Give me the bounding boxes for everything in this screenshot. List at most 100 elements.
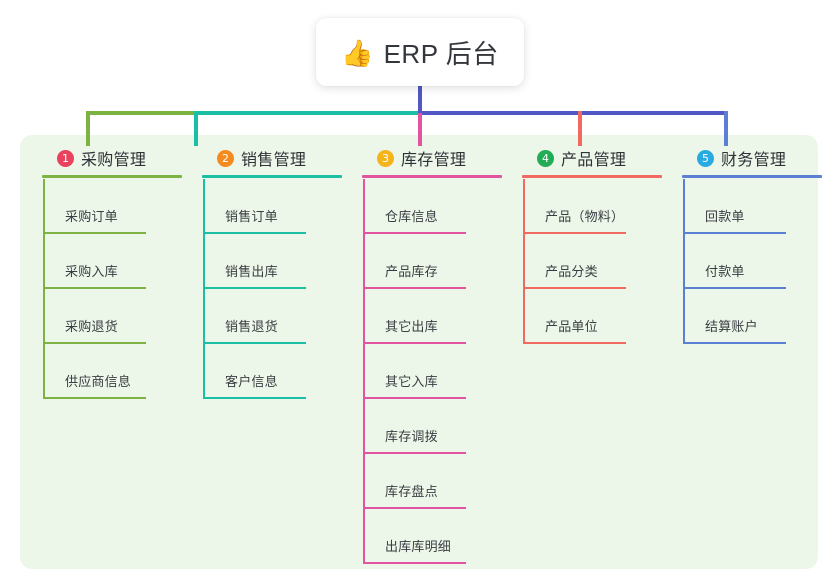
branch-spine-3 [363, 179, 365, 564]
leaf-rule [43, 232, 146, 234]
leaf-label: 仓库信息 [385, 209, 438, 224]
leaf-item[interactable]: 销售出库 [203, 234, 306, 289]
branch-title-3: 库存管理 [401, 152, 467, 169]
branch-badge-5: 5 [697, 149, 714, 167]
leaf-rule [523, 287, 626, 289]
branch-header-3[interactable]: 3 库存管理 [356, 145, 516, 171]
branch-rule-1 [42, 175, 182, 178]
branch-header-5[interactable]: 5 财务管理 [676, 145, 836, 171]
leaf-item[interactable]: 销售订单 [203, 179, 306, 234]
leaf-rule [203, 287, 306, 289]
root-node[interactable]: 👍 ERP 后台 [316, 18, 524, 86]
leaf-label: 出库库明细 [385, 539, 452, 554]
leaf-rule [523, 342, 626, 344]
branch-title-1: 采购管理 [81, 152, 147, 169]
branch-column-2: 2 销售管理销售订单销售出库销售退货客户信息 [196, 145, 356, 399]
leaf-label: 其它出库 [385, 319, 438, 334]
leaf-item[interactable]: 库存调拨 [363, 399, 466, 454]
leaf-label: 产品库存 [385, 264, 438, 279]
leaf-item[interactable]: 销售退货 [203, 289, 306, 344]
leaf-rule [43, 342, 146, 344]
leaf-item[interactable]: 库存盘点 [363, 454, 466, 509]
leaf-rule [683, 232, 786, 234]
branch-rule-3 [362, 175, 502, 178]
leaf-rule [43, 397, 146, 399]
branch-column-4: 4 产品管理产品（物料） 产品分类产品单位 [516, 145, 676, 344]
leaf-rule [363, 507, 466, 509]
leaf-rule [203, 397, 306, 399]
leaf-item[interactable]: 采购入库 [43, 234, 146, 289]
branch-title-2: 销售管理 [241, 152, 307, 169]
leaf-label: 库存调拨 [385, 429, 438, 444]
leaf-label: 产品单位 [545, 319, 598, 334]
leaf-item[interactable]: 供应商信息 [43, 344, 146, 399]
leaf-rule [203, 232, 306, 234]
branch-header-4[interactable]: 4 产品管理 [516, 145, 676, 171]
leaf-list-3: 仓库信息产品库存其它出库其它入库库存调拨库存盘点出库库明细 [356, 179, 516, 564]
leaf-label: 付款单 [705, 264, 745, 279]
branch-spine-2 [203, 179, 205, 399]
leaf-list-1: 采购订单采购入库采购退货供应商信息 [36, 179, 196, 399]
branch-title-5: 财务管理 [721, 152, 787, 169]
branch-badge-1: 1 [57, 149, 74, 167]
branch-rule-4 [522, 175, 662, 178]
leaf-label: 采购退货 [65, 319, 118, 334]
leaf-item[interactable]: 出库库明细 [363, 509, 466, 564]
leaf-label: 库存盘点 [385, 484, 438, 499]
leaf-label: 采购订单 [65, 209, 118, 224]
branch-spine-1 [43, 179, 45, 399]
branch-column-1: 1 采购管理采购订单采购入库采购退货供应商信息 [36, 145, 196, 399]
leaf-item[interactable]: 客户信息 [203, 344, 306, 399]
branch-badge-3: 3 [377, 149, 394, 167]
leaf-label: 产品分类 [545, 264, 598, 279]
leaf-item[interactable]: 产品单位 [523, 289, 626, 344]
leaf-item[interactable]: 仓库信息 [363, 179, 466, 234]
leaf-rule [523, 232, 626, 234]
branch-column-3: 3 库存管理仓库信息产品库存其它出库其它入库库存调拨库存盘点出库库明细 [356, 145, 516, 564]
leaf-rule [363, 342, 466, 344]
leaf-label: 产品（物料） [545, 209, 625, 224]
leaf-item[interactable]: 其它入库 [363, 344, 466, 399]
leaf-label: 供应商信息 [65, 374, 132, 389]
branch-rule-5 [682, 175, 822, 178]
leaf-rule [683, 287, 786, 289]
leaf-item[interactable]: 采购订单 [43, 179, 146, 234]
root-title: ERP 后台 [383, 38, 499, 69]
leaf-item[interactable]: 付款单 [683, 234, 786, 289]
leaf-item[interactable]: 回款单 [683, 179, 786, 234]
leaf-rule [43, 287, 146, 289]
leaf-rule [203, 342, 306, 344]
branch-spine-4 [523, 179, 525, 344]
leaf-rule [363, 397, 466, 399]
leaf-item[interactable]: 产品分类 [523, 234, 626, 289]
leaf-list-2: 销售订单销售出库销售退货客户信息 [196, 179, 356, 399]
leaf-item[interactable]: 其它出库 [363, 289, 466, 344]
leaf-rule [363, 452, 466, 454]
leaf-rule [683, 342, 786, 344]
thumbs-up-icon: 👍 [341, 38, 374, 68]
branch-column-5: 5 财务管理回款单付款单结算账户 [676, 145, 836, 344]
leaf-list-4: 产品（物料） 产品分类产品单位 [516, 179, 676, 344]
leaf-rule [363, 287, 466, 289]
branches-panel [20, 135, 818, 569]
leaf-label: 采购入库 [65, 264, 118, 279]
branch-badge-2: 2 [217, 149, 234, 167]
branch-spine-5 [683, 179, 685, 344]
leaf-item[interactable]: 采购退货 [43, 289, 146, 344]
branch-rule-2 [202, 175, 342, 178]
leaf-label: 其它入库 [385, 374, 438, 389]
leaf-label: 结算账户 [705, 319, 758, 334]
leaf-label: 回款单 [705, 209, 745, 224]
branch-title-4: 产品管理 [561, 152, 627, 169]
leaf-rule [363, 232, 466, 234]
leaf-item[interactable]: 产品（物料） [523, 179, 626, 234]
leaf-item[interactable]: 结算账户 [683, 289, 786, 344]
branch-header-1[interactable]: 1 采购管理 [36, 145, 196, 171]
branch-header-2[interactable]: 2 销售管理 [196, 145, 356, 171]
branch-badge-4: 4 [537, 149, 554, 167]
leaf-label: 销售订单 [225, 209, 278, 224]
leaf-list-5: 回款单付款单结算账户 [676, 179, 836, 344]
leaf-item[interactable]: 产品库存 [363, 234, 466, 289]
leaf-label: 销售退货 [225, 319, 278, 334]
